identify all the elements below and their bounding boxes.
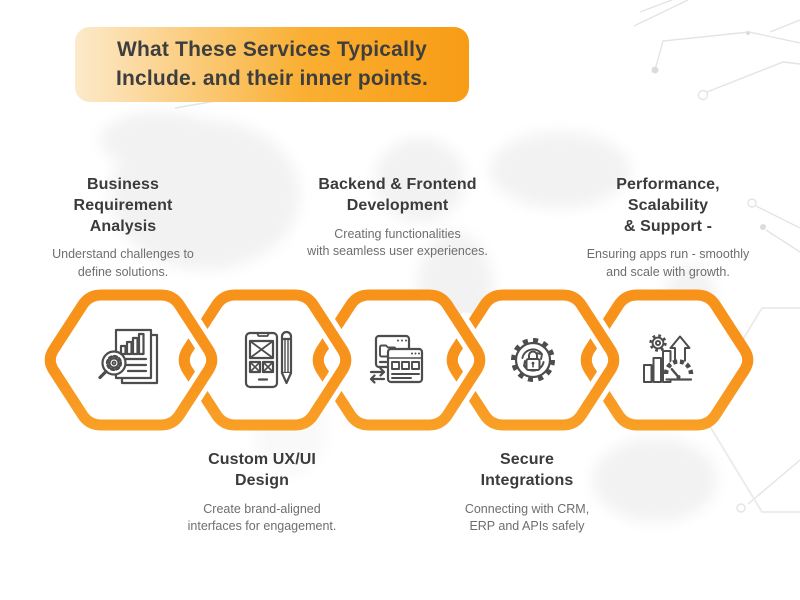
browser-windows-icon <box>369 334 424 384</box>
service-title: Performance, Scalability & Support - <box>616 176 720 235</box>
service-description: Understand challenges to define solution… <box>52 247 194 280</box>
gear-lock-icon <box>511 338 555 382</box>
service-label-backend-frontend-development: Backend & Frontend Development Creating … <box>285 175 510 261</box>
service-label-performance-scalability-support: Performance, Scalability & Support - Ens… <box>562 175 774 282</box>
service-title: Secure Integrations <box>480 451 574 489</box>
circuit-lines-decor <box>174 0 800 513</box>
service-description: Connecting with CRM, ERP and APIs safely <box>464 501 590 534</box>
title-banner: What These Services Typically Include. a… <box>75 27 469 102</box>
document-analysis-icon <box>98 328 159 385</box>
service-title: Business Requirement Analysis <box>73 176 173 235</box>
service-description: Creating functionalities with seamless u… <box>307 226 488 259</box>
wireframe-pencil-icon <box>244 330 293 389</box>
service-label-secure-integrations: Secure Integrations Connecting with CRM,… <box>422 450 632 536</box>
service-title: Custom UX/UI Design <box>208 451 316 489</box>
service-description: Ensuring apps run - smoothly and scale w… <box>586 247 750 280</box>
service-title: Backend & Frontend Development <box>318 176 477 214</box>
hexagon-chain <box>44 289 754 431</box>
service-label-business-requirement-analysis: Business Requirement Analysis Understand… <box>18 175 228 282</box>
service-description: Create brand-aligned interfaces for enga… <box>187 501 337 534</box>
title-banner-text: What These Services Typically Include. a… <box>115 37 429 90</box>
ghost-hexagon-decor <box>699 307 800 513</box>
performance-gauge-icon <box>643 334 694 383</box>
service-label-custom-ux-ui-design: Custom UX/UI Design Create brand-aligned… <box>157 450 367 536</box>
hexagon-interlocks <box>173 312 625 408</box>
